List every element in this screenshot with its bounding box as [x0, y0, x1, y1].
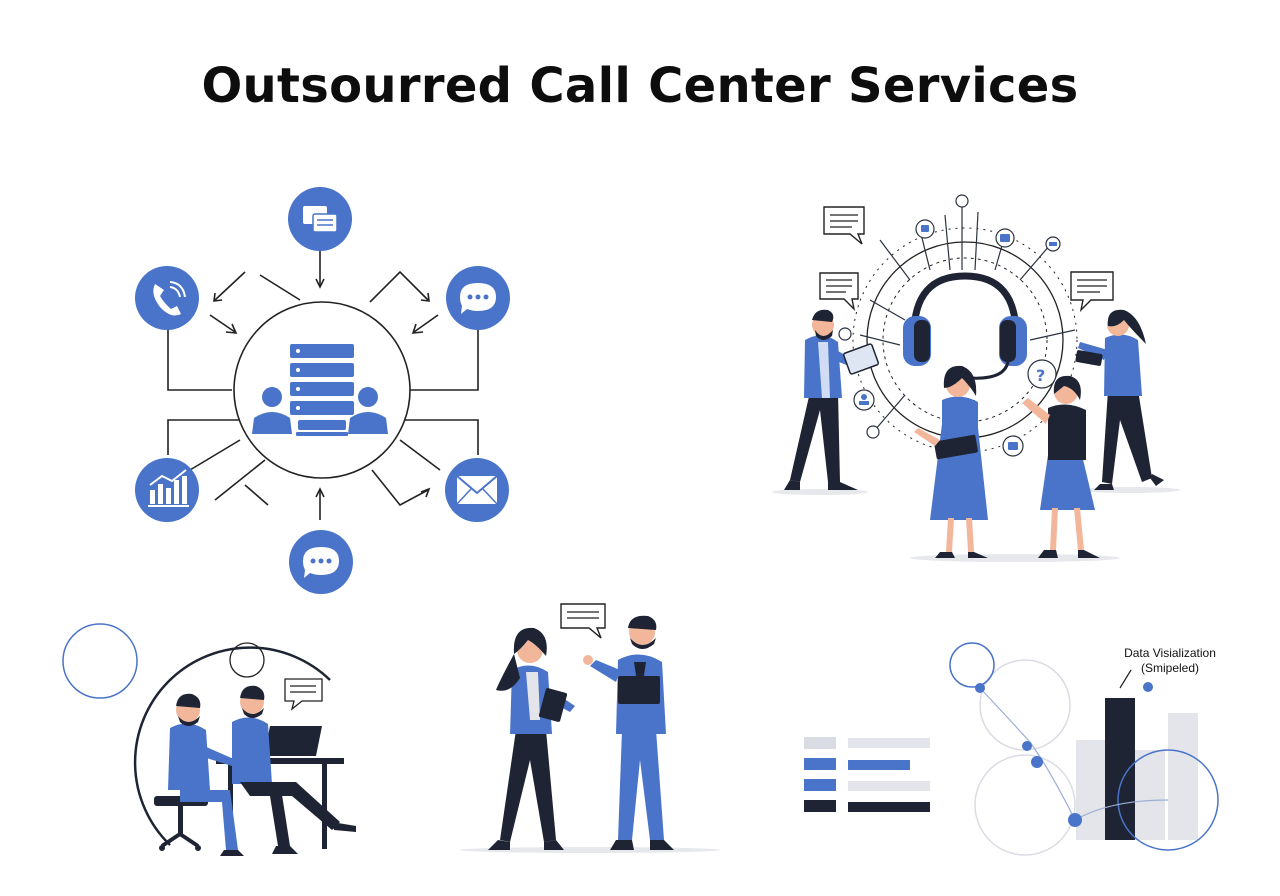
horizontal-bar-chart: [804, 737, 930, 812]
mail-icon: [445, 458, 509, 522]
woman-with-tablet: [914, 365, 988, 558]
woman-standing-right: [1075, 309, 1164, 490]
headset-icon: [903, 272, 1027, 382]
speech-bubble: [284, 678, 323, 711]
headset-team-scene: ?: [772, 194, 1180, 562]
agent-figure-left: [252, 387, 292, 434]
chat-icon: [446, 266, 510, 330]
desk-workers-scene: [62, 623, 356, 856]
data-visualization-scene: [804, 642, 1219, 856]
data-visualization-label-line1: Data Visialization: [1124, 646, 1216, 660]
speech-bubble: [560, 603, 606, 639]
colleagues-talking-scene: [460, 603, 720, 853]
woman-gesturing: [1022, 375, 1100, 558]
agent-figure-right: [348, 387, 388, 434]
data-visualization-label-line2: (Smipeled): [1140, 661, 1200, 675]
vertical-bar-chart: [1076, 698, 1198, 840]
chat-icon-bottom: [289, 530, 353, 594]
server-icon: [290, 344, 354, 436]
chart-icon: [135, 458, 199, 522]
speech-bubble: [819, 206, 1114, 313]
svg-text:?: ?: [1036, 366, 1045, 385]
page-title: Outsourred Call Center Services: [201, 58, 1079, 114]
data-visualization-label: Data Visialization (Smipeled): [1110, 646, 1230, 676]
phone-icon: [135, 266, 199, 330]
network-diagram: [135, 187, 510, 594]
man-with-tablet: [784, 309, 880, 490]
documents-icon: [288, 187, 352, 251]
